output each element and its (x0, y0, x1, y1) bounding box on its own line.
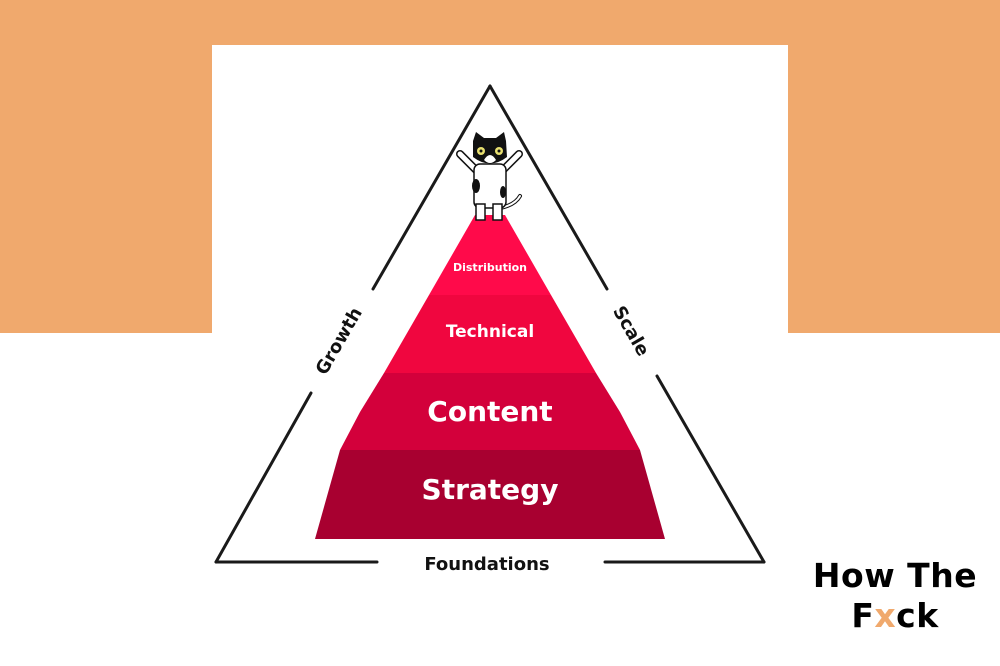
triangle-right-upper-edge (488, 84, 609, 291)
tier-content-label: Content (427, 395, 552, 428)
brand-line-1: How The (812, 556, 978, 595)
brand-prefix: F (851, 596, 875, 635)
scale-label: Scale (608, 303, 653, 360)
outer-triangle (214, 84, 766, 564)
tier-strategy-label: Strategy (422, 473, 559, 506)
tier-content (340, 373, 640, 450)
brand-accent-letter: x (874, 596, 897, 635)
growth-label: Growth (312, 304, 367, 379)
brand-logo: How The Fxck (800, 556, 990, 636)
tier-technical (384, 295, 596, 373)
foundations-label: Foundations (424, 554, 549, 575)
tier-distribution (429, 215, 551, 295)
tier-distribution-label: Distribution (453, 261, 527, 274)
triangle-left-lower-edge (214, 391, 313, 564)
triangle-right-lower-edge (655, 374, 766, 564)
pyramid-tiers (315, 215, 665, 539)
tier-strategy (315, 450, 665, 539)
tier-technical-label: Technical (446, 322, 534, 342)
cat-icon (456, 132, 523, 221)
brand-suffix: ck (896, 596, 939, 635)
brand-line-2: Fxck (800, 596, 990, 636)
triangle-left-upper-edge (371, 84, 492, 291)
